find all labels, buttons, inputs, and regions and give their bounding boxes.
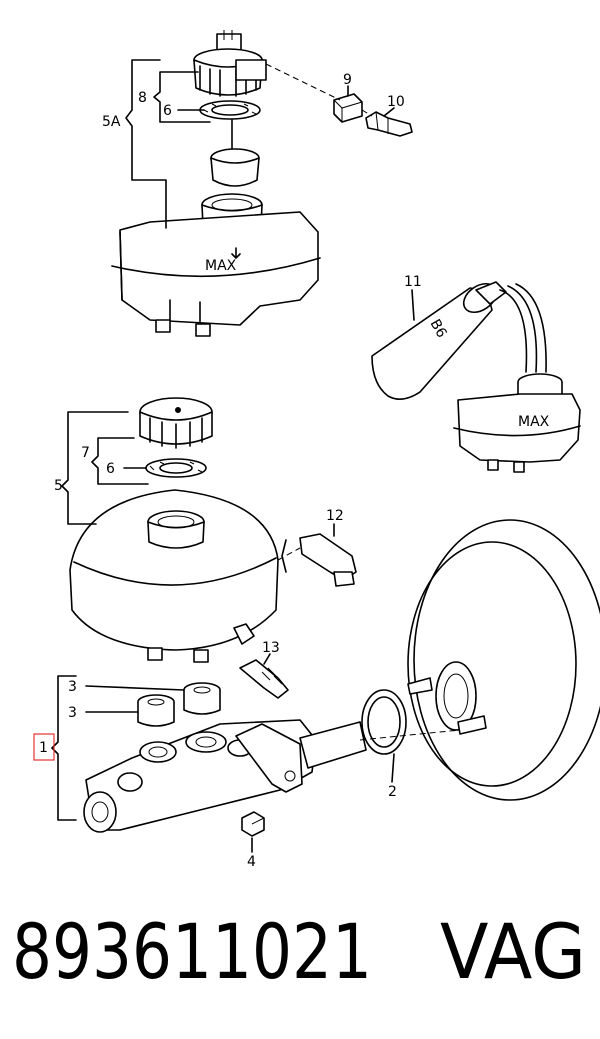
mini-reservoir-max-mark: MAX <box>518 414 550 430</box>
sensor-dash-line <box>265 63 341 101</box>
callout-2: 2 <box>388 784 397 800</box>
callout-12: 12 <box>326 508 344 524</box>
callout-6b: 6 <box>106 461 115 477</box>
callout-1: 1 <box>39 740 48 756</box>
reservoir-cap-gasket-middle <box>145 458 207 478</box>
leader-2 <box>391 753 395 783</box>
brake-booster <box>407 519 600 801</box>
fluid-stream <box>499 283 547 373</box>
callout-5: 5 <box>54 478 63 494</box>
warning-switch <box>299 533 357 587</box>
switch-bracket <box>281 539 287 573</box>
booster-dash-line <box>359 729 461 741</box>
reservoir-top <box>111 193 321 337</box>
callout-6a: 6 <box>163 103 172 119</box>
callout-11: 11 <box>404 274 422 290</box>
leader-13 <box>263 653 271 665</box>
o-ring <box>361 689 407 755</box>
reservoir-cap-gasket-top <box>199 100 261 120</box>
callout-4: 4 <box>247 854 256 870</box>
switch-dash-line <box>277 547 301 561</box>
reservoir-cap-with-sensor <box>193 30 267 97</box>
callout-5a: 5A <box>102 114 121 130</box>
callout-13: 13 <box>262 640 280 656</box>
bracket-5a <box>125 59 167 229</box>
brake-fluid-reservoir <box>69 489 279 663</box>
leader-11 <box>411 289 415 321</box>
callout-9: 9 <box>343 72 352 88</box>
callout-8: 8 <box>138 90 147 106</box>
grommet-upper <box>183 682 221 715</box>
mini-reservoir <box>453 373 581 473</box>
nut <box>241 811 265 837</box>
callout-3b: 3 <box>68 705 77 721</box>
part-number: 893611021 <box>12 907 372 996</box>
leader-10 <box>383 107 395 117</box>
sensor-terminal <box>365 111 413 137</box>
bracket-1 <box>51 675 77 821</box>
master-cylinder-body <box>83 719 367 833</box>
leader-3a <box>85 685 185 691</box>
sensor-dash-line-2 <box>361 109 373 117</box>
reservoir-float <box>210 119 260 187</box>
sensor-plug <box>333 93 363 123</box>
bleed-screw <box>239 659 289 699</box>
bracket-7 <box>91 437 149 485</box>
callout-7: 7 <box>81 445 90 461</box>
bracket-8 <box>153 71 211 123</box>
brand-name: VAG <box>440 907 586 996</box>
reservoir-max-mark: MAX <box>205 258 237 274</box>
bracket-5 <box>61 411 129 525</box>
highlight-box-1 <box>33 733 55 761</box>
callout-3a: 3 <box>68 679 77 695</box>
callout-10: 10 <box>387 94 405 110</box>
reservoir-cap <box>139 397 213 449</box>
grommet-lower <box>137 694 175 727</box>
